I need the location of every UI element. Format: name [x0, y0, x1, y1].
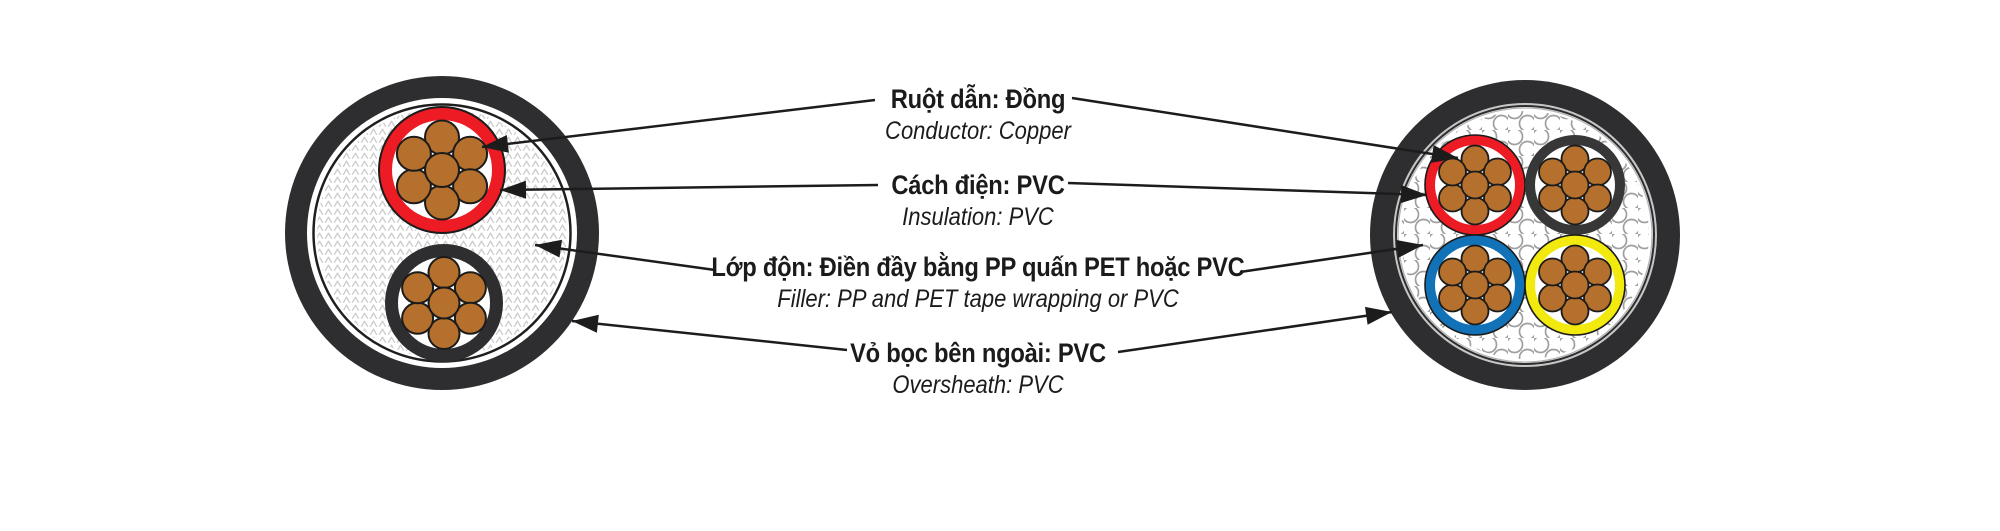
label-oversheath: Vỏ bọc bên ngoài: PVC Oversheath: PVC [850, 338, 1106, 399]
label-conductor: Ruột dẫn: Đồng Conductor: Copper [885, 84, 1071, 145]
left-core-black [385, 244, 503, 362]
arrowhead-filler-left [535, 239, 562, 258]
copper-strand [1483, 183, 1512, 213]
right-sheath-highlight-line [1393, 103, 1657, 367]
label-filler: Lớp độn: Điền đầy bằng PP quấn PET hoặc … [711, 252, 1244, 313]
copper-strand [1538, 257, 1567, 287]
right-core-blue [1424, 234, 1526, 336]
copper-strand [424, 152, 460, 188]
label-oversheath-vi: Vỏ bọc bên ngoài: PVC [850, 338, 1106, 368]
copper-conductor-bundle [1438, 144, 1512, 226]
label-conductor-vi: Ruột dẫn: Đồng [890, 84, 1066, 114]
copper-strand [453, 301, 487, 335]
arrowheads [482, 135, 1458, 333]
arrowhead-insulation-left [500, 180, 527, 199]
copper-strand [1560, 170, 1590, 200]
leader-lines [481, 96, 1459, 354]
arrowhead-conductor-left [482, 135, 509, 153]
copper-conductor-bundle [1438, 244, 1512, 326]
copper-conductor-bundle [395, 119, 489, 221]
leader-line-filler-right [1239, 243, 1424, 274]
copper-conductor-bundle [1538, 244, 1612, 326]
label-insulation-en: Insulation: PVC [902, 203, 1054, 232]
leader-line-oversheath-right [1117, 310, 1393, 354]
copper-strand [1583, 183, 1612, 213]
label-filler-vi: Lớp độn: Điền đầy bằng PP quấn PET hoặc … [711, 252, 1245, 282]
label-insulation-vi: Cách điện: PVC [891, 170, 1065, 200]
leader-line-conductor-right [1071, 96, 1459, 160]
leader-line-oversheath-left [571, 319, 848, 352]
right-cable-cross-section [1370, 80, 1680, 390]
copper-strand [1460, 170, 1490, 200]
arrowhead-filler-right [1396, 239, 1423, 258]
label-conductor-en: Conductor: Copper [885, 117, 1071, 146]
right-core-black [1525, 135, 1625, 235]
copper-strand [1538, 157, 1567, 187]
arrowhead-oversheath-left [572, 314, 599, 333]
copper-strand [395, 135, 432, 172]
copper-strand [1460, 270, 1490, 300]
copper-conductor-bundle [1538, 144, 1612, 226]
label-insulation: Cách điện: PVC Insulation: PVC [891, 170, 1064, 231]
arrowhead-insulation-right [1400, 185, 1427, 204]
copper-strand [427, 286, 461, 320]
right-core-yellow [1524, 234, 1626, 336]
right-binder-tape-line [1397, 107, 1653, 363]
leader-line-insulation-left [499, 183, 879, 192]
label-oversheath-en: Oversheath: PVC [892, 371, 1064, 400]
arrowhead-oversheath-right [1365, 306, 1392, 325]
copper-strand [1438, 257, 1467, 287]
copper-strand [401, 271, 435, 305]
copper-strand [1483, 283, 1512, 313]
copper-strand [1583, 283, 1612, 313]
arrowhead-conductor-right [1430, 145, 1458, 163]
leader-line-insulation-right [1067, 181, 1428, 197]
right-core-red [1424, 134, 1526, 236]
label-filler-en: Filler: PP and PET tape wrapping or PVC [777, 285, 1179, 314]
copper-conductor-bundle [401, 256, 487, 350]
copper-strand [1560, 270, 1590, 300]
left-cable-cross-section [285, 76, 599, 390]
left-core-red [378, 106, 506, 234]
copper-strand [452, 168, 489, 205]
leader-line-filler-left [534, 243, 716, 272]
leader-line-conductor-left [481, 98, 876, 149]
